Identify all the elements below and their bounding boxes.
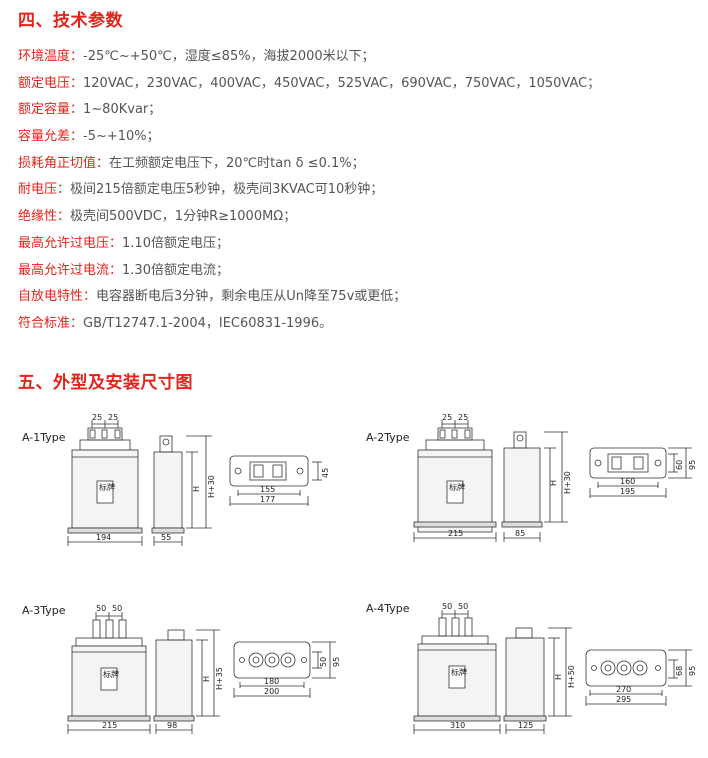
dim-top-inner: 180 (264, 677, 279, 686)
dim-width: 194 (96, 533, 111, 542)
drawing-a3: 50 50 标牌 215 98 H H+35 180 200 50 95 (67, 604, 341, 734)
drawing-a1: 25 25 标牌 194 55 H H+30 155 177 45 (67, 413, 330, 546)
spec-row: 额定容量：1~80Kvar； (18, 97, 698, 124)
dim-spacing: 25 (442, 413, 452, 422)
spec-label: 自放电特性： (18, 289, 97, 305)
dim-side-small: 68 (675, 666, 684, 676)
spec-list: 环境温度：-25℃~+50℃，湿度≤85%，海拔2000米以下； 额定电压：12… (18, 44, 698, 338)
dim-side-small: 60 (675, 460, 684, 470)
dim-spacing: 25 (92, 413, 102, 422)
spec-value: 在工频额定电压下，20℃时tan δ ≤0.1%； (109, 155, 365, 171)
dim-width: 215 (448, 529, 463, 538)
dim-depth: 55 (161, 533, 171, 542)
dim-spacing: 50 (442, 602, 452, 611)
spec-row: 损耗角正切值：在工频额定电压下，20℃时tan δ ≤0.1%； (18, 151, 698, 178)
dim-height-total: H+35 (215, 667, 224, 690)
spec-label: 最高允许过电压： (18, 235, 123, 251)
dim-side-big: 95 (688, 666, 697, 676)
dim-side-small: 50 (319, 657, 328, 667)
section-title-technical-params: 四、技术参数 (18, 11, 123, 31)
dim-side-big: 95 (688, 460, 697, 470)
dim-spacing: 50 (96, 604, 106, 613)
spec-label: 额定容量： (18, 102, 84, 118)
dim-height: H (202, 676, 211, 682)
dim-height-total: H+50 (567, 665, 576, 688)
spec-row: 环境温度：-25℃~+50℃，湿度≤85%，海拔2000米以下； (18, 44, 698, 71)
drawing-a4: 50 50 标牌 310 125 H H+50 270 295 68 95 (413, 602, 697, 734)
spec-label: 容量允差： (18, 129, 84, 145)
spec-value: -5~+10%； (83, 129, 160, 145)
dim-depth: 125 (518, 721, 533, 730)
dim-side-big: 95 (332, 657, 341, 667)
dim-top-inner: 270 (616, 685, 631, 694)
dim-depth: 85 (515, 529, 525, 538)
spec-row: 额定电压：120VAC，230VAC，400VAC，450VAC，525VAC，… (18, 71, 698, 98)
spec-row: 耐电压：极间215倍额定电压5秒钟，极壳间3KVAC可10秒钟； (18, 177, 698, 204)
spec-label: 耐电压： (18, 182, 71, 198)
spec-row: 最高允许过电压：1.10倍额定电压； (18, 231, 698, 258)
spec-row: 绝缘性：极壳间500VDC，1分钟R≥1000MΩ； (18, 204, 698, 231)
dim-spacing: 50 (458, 602, 468, 611)
dim-side-small: 45 (321, 468, 330, 478)
spec-row: 容量允差：-5~+10%； (18, 124, 698, 151)
nameplate-text: 标牌 (99, 482, 115, 492)
spec-label: 最高允许过电流： (18, 262, 123, 278)
dim-depth: 98 (167, 721, 177, 730)
dim-top-inner: 155 (260, 485, 275, 494)
section-title-dimensions: 五、外型及安装尺寸图 (18, 373, 193, 393)
dim-width: 215 (102, 721, 117, 730)
dim-spacing: 25 (108, 413, 118, 422)
spec-label: 额定电压： (18, 75, 84, 91)
spec-label: 环境温度： (18, 49, 84, 64)
spec-label: 绝缘性： (18, 209, 71, 225)
type-label-a1: A-1Type (22, 431, 66, 444)
dim-height-total: H+30 (563, 471, 572, 494)
spec-value: 1~80Kvar； (83, 102, 162, 118)
type-label-a4: A-4Type (366, 602, 410, 615)
spec-value: 极壳间500VDC，1分钟R≥1000MΩ； (70, 209, 297, 225)
spec-value: 电容器断电后3分钟，剩余电压从Un降至75v或更低； (96, 289, 407, 305)
nameplate-text: 标牌 (103, 669, 119, 679)
dim-top-outer: 177 (260, 495, 275, 504)
nameplate-text: 标牌 (451, 667, 467, 677)
dim-top-outer: 195 (620, 487, 635, 496)
spec-row: 自放电特性：电容器断电后3分钟，剩余电压从Un降至75v或更低； (18, 284, 698, 311)
spec-row: 最高允许过电流：1.30倍额定电流； (18, 258, 698, 285)
dim-height: H (192, 486, 201, 492)
spec-value: -25℃~+50℃，湿度≤85%，海拔2000米以下； (83, 49, 375, 64)
dim-height: H (549, 480, 558, 486)
dim-spacing: 50 (112, 604, 122, 613)
spec-value: GB/T12747.1-2004，IEC60831-1996。 (83, 315, 333, 331)
dim-height-total: H+30 (207, 475, 216, 498)
nameplate-text: 标牌 (449, 482, 465, 492)
dim-top-inner: 160 (620, 477, 635, 486)
spec-label: 符合标准： (18, 315, 84, 331)
spec-value: 1.10倍额定电压； (122, 235, 229, 251)
spec-value: 极间215倍额定电压5秒钟，极壳间3KVAC可10秒钟； (70, 182, 384, 198)
dim-width: 310 (450, 721, 465, 730)
drawing-a2: 25 25 标牌 215 85 H H+30 160 195 60 95 (413, 413, 697, 542)
spec-value: 1.30倍额定电流； (122, 262, 229, 278)
type-label-a2: A-2Type (366, 431, 410, 444)
dim-top-outer: 200 (264, 687, 279, 696)
dim-top-outer: 295 (616, 695, 631, 704)
type-label-a3: A-3Type (22, 604, 66, 617)
spec-label: 损耗角正切值： (18, 155, 110, 171)
spec-row: 符合标准：GB/T12747.1-2004，IEC60831-1996。 (18, 311, 698, 338)
dim-height: H (554, 674, 563, 680)
dim-spacing: 25 (458, 413, 468, 422)
spec-value: 120VAC，230VAC，400VAC，450VAC，525VAC，690VA… (83, 75, 601, 91)
